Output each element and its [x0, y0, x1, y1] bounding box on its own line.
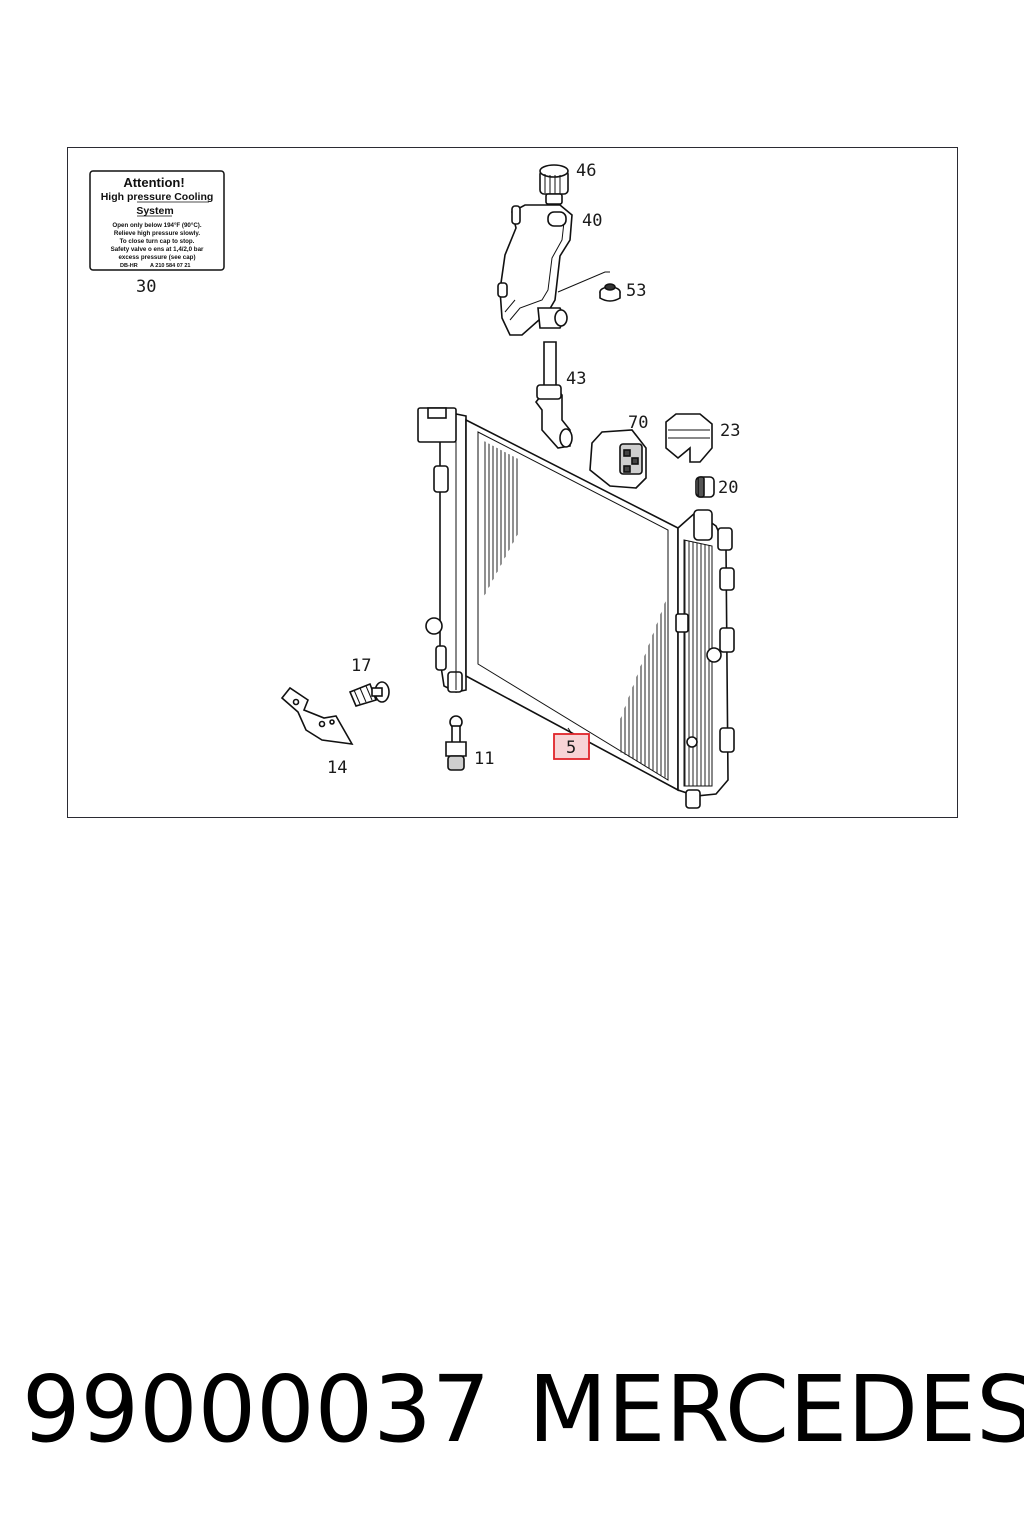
temperature-switch [589, 429, 647, 489]
callout-5: 5 [566, 738, 576, 758]
callout-14: 14 [327, 758, 347, 778]
leader-53 [557, 271, 610, 293]
mounting-bracket [280, 686, 354, 746]
part-number: 99000037 [22, 1356, 491, 1463]
mounting-bolt [348, 681, 390, 707]
label-line-4: Safety valve o ens at 1,4/2,0 bar [111, 246, 204, 253]
label-title-line2: System [136, 205, 173, 217]
rubber-grommet [599, 283, 621, 302]
label-title-line1: High pressure Cooling [101, 191, 214, 203]
callout-46: 46 [576, 161, 596, 181]
label-line-5: excess pressure (see cap) [118, 254, 195, 261]
callout-23: 23 [720, 421, 740, 441]
coolant-hose [534, 341, 573, 449]
callout-20: 20 [718, 478, 738, 498]
callout-11: 11 [474, 749, 494, 769]
retaining-clip [665, 413, 713, 463]
callout-17: 17 [351, 656, 371, 676]
callout-70: 70 [628, 413, 648, 433]
callout-43: 43 [566, 369, 586, 389]
label-line-1: Open only below 194°F (90°C). [112, 222, 201, 229]
label-line-3: To close turn cap to stop. [120, 238, 195, 245]
callout-53: 53 [626, 281, 646, 301]
leader-5 [567, 727, 573, 735]
rubber-buffer [695, 476, 715, 498]
callout-30: 30 [136, 277, 156, 297]
brand-name: MERCEDES [528, 1356, 1024, 1463]
highlight-box [553, 733, 590, 760]
expansion-tank-cap [539, 164, 569, 205]
label-footer-left: DB-HR [120, 263, 138, 269]
callout-40: 40 [582, 211, 602, 231]
expansion-tank [497, 204, 573, 336]
warning-label: Attention! High pressure Cooling System … [89, 170, 225, 271]
label-line-2: Relieve high pressure slowly. [114, 230, 200, 237]
label-footer-right: A 210 584 07 21 [150, 263, 190, 269]
radiator [417, 407, 735, 809]
label-heading: Attention! [123, 175, 184, 190]
callout-5-highlight[interactable]: 5 [553, 733, 590, 760]
drain-plug [445, 715, 467, 771]
